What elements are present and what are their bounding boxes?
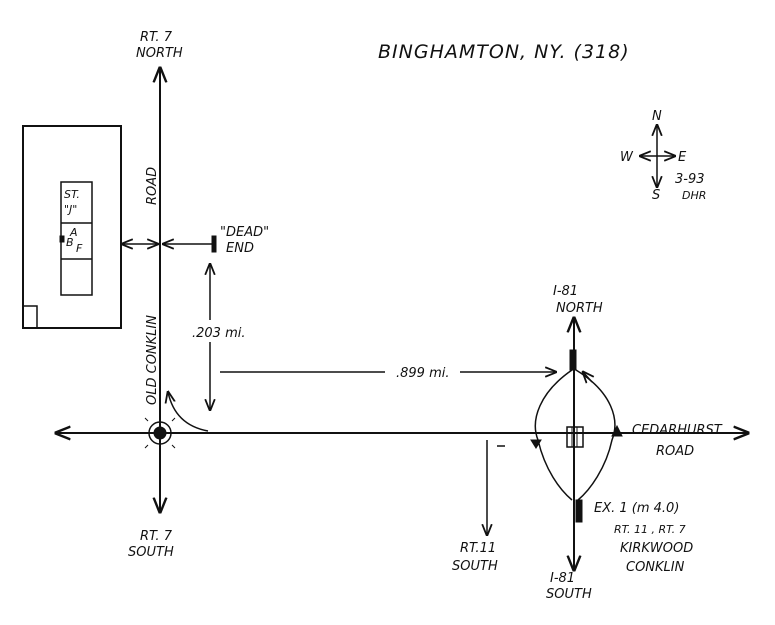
exit-routes: RT. 11 , RT. 7 — [614, 523, 686, 536]
entrance-f: F — [76, 242, 83, 255]
rt7-north-label-2: NORTH — [136, 46, 183, 61]
entrance-a: A — [69, 226, 78, 239]
distance-vertical: .203 mi. — [192, 326, 246, 341]
i81-north-label-2: NORTH — [556, 301, 603, 316]
i81-south-label-2: SOUTH — [546, 587, 592, 602]
rt7-south-label: RT. 7 — [140, 529, 173, 544]
distance-horizontal: .899 mi. — [396, 366, 450, 381]
rt7-south-label-2: SOUTH — [128, 545, 174, 560]
turn-lane-curve — [168, 392, 209, 432]
dead-end-marker — [211, 235, 217, 253]
i81-interchange — [530, 318, 623, 570]
rt11-south-label: RT.11 — [460, 541, 496, 556]
store-building: ST. "J" A B F — [22, 125, 122, 329]
dead-end-label-2: END — [226, 241, 254, 256]
cedarhurst-label: CEDARHURST — [632, 423, 723, 438]
dead-end-label: "DEAD" — [220, 225, 269, 240]
compass-south: S — [652, 188, 660, 203]
entrance-b: B — [66, 236, 74, 249]
map-title: BINGHAMTON, NY. (318) — [378, 41, 630, 63]
exit-conklin: CONKLIN — [626, 560, 685, 575]
compass-rose: N S W E 3-93 DHR — [620, 109, 706, 203]
road-label-vertical: ROAD — [145, 167, 160, 205]
map-date: 3-93 — [675, 172, 705, 187]
rt7-north-label: RT. 7 — [140, 30, 173, 45]
rt11-south-label-2: SOUTH — [452, 559, 498, 574]
i81-south-label: I-81 — [550, 571, 575, 586]
traffic-light-icon — [142, 415, 178, 451]
exit-kirkwood: KIRKWOOD — [620, 541, 693, 556]
compass-north: N — [652, 109, 662, 124]
store-name: ST. — [64, 188, 80, 201]
cedarhurst-label-2: ROAD — [656, 444, 694, 459]
compass-east: E — [678, 150, 687, 165]
old-conklin-label: OLD CONKLIN — [145, 315, 160, 405]
map-initials: DHR — [682, 189, 706, 202]
exit-number: EX. 1 (m 4.0) — [594, 501, 679, 516]
compass-west: W — [620, 150, 634, 165]
i81-north-label: I-81 — [553, 284, 578, 299]
store-name-2: "J" — [64, 203, 77, 216]
